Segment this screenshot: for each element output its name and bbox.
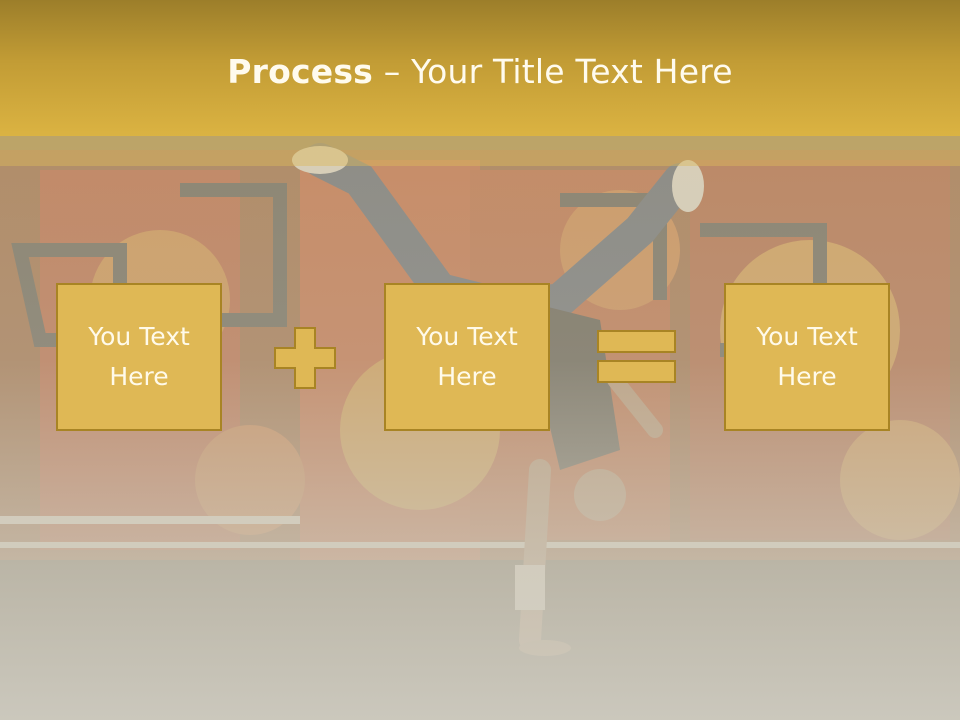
slide-title: Process – Your Title Text Here [0, 52, 960, 91]
process-box-2-text: You Text Here [416, 322, 518, 391]
plus-icon [274, 327, 336, 389]
title-bold: Process [227, 52, 374, 91]
process-box-3-text: You Text Here [756, 322, 858, 391]
process-box-1-text: You Text Here [88, 322, 190, 391]
process-box-1[interactable]: You Text Here [56, 283, 222, 431]
title-rest: – Your Title Text Here [373, 52, 733, 91]
process-box-3[interactable]: You Text Here [724, 283, 890, 431]
title-bar: Process – Your Title Text Here [0, 0, 960, 136]
equals-icon [597, 330, 676, 383]
process-box-2[interactable]: You Text Here [384, 283, 550, 431]
title-bar-fade [0, 136, 960, 166]
